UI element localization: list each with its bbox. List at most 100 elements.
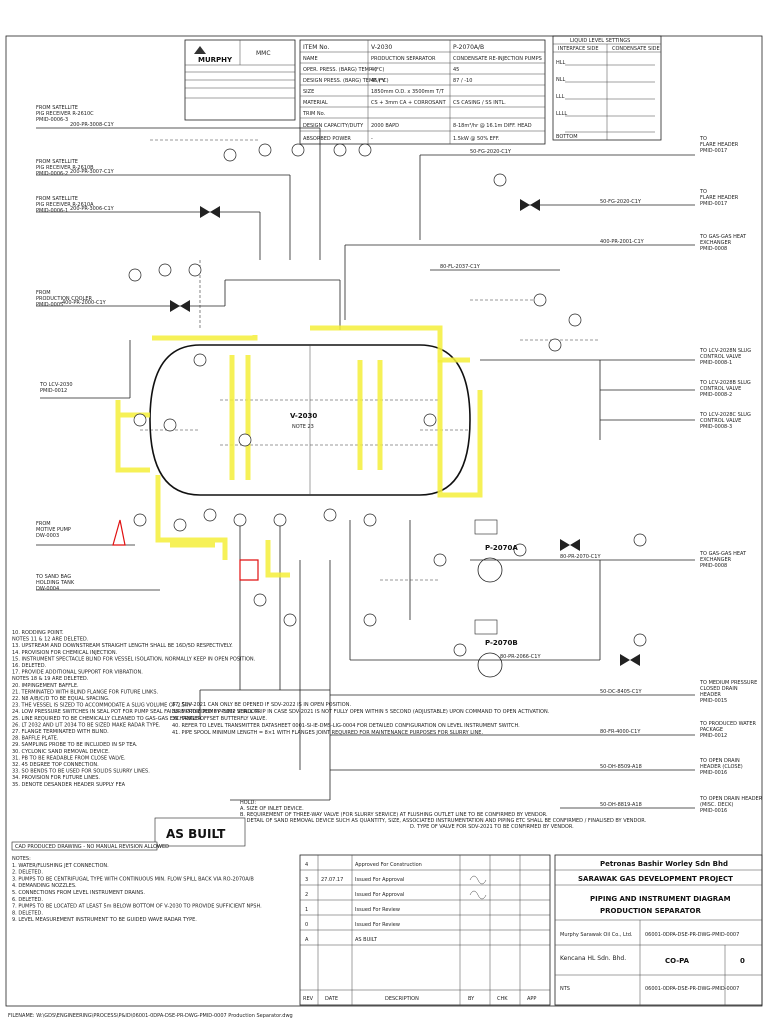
svg-text:50-FG-2020-C1Y: 50-FG-2020-C1Y <box>470 149 512 155</box>
murphy-logo-icon <box>194 46 206 54</box>
svg-text:27.07.17: 27.07.17 <box>321 877 343 883</box>
instrument-bubble-icon <box>533 293 547 307</box>
item-cell: 40 <box>371 67 377 73</box>
consultant-logo: MMC <box>256 50 271 57</box>
liquid-row-label: LLL <box>556 94 565 100</box>
owner-name: Murphy Sarawak Oil Co., Ltd. <box>560 932 633 938</box>
sheet-border <box>5 35 763 1007</box>
instrument-bubble-icon <box>133 413 147 427</box>
item-cell: PRODUCTION SEPARATOR <box>371 56 436 62</box>
svg-text:10. RODDING POINT. NOTES: 10. RODDING POINT. NOTES 11 & 12 ARE DEL… <box>12 630 262 788</box>
item-cell: 8-18m³/hr @ 16.1m DIFF. HEAD <box>453 123 532 129</box>
instrument-bubble-icon <box>433 553 447 567</box>
file-path: FILENAME: W:\GDS\ENGINEERING\PROCESS\P&I… <box>8 1013 293 1019</box>
markup-red <box>112 519 259 581</box>
instrument-bubble-icon <box>173 518 187 532</box>
instrument-bubble-icon <box>493 173 507 187</box>
item-cell: - <box>371 136 373 142</box>
liquid-table-title: LIQUID LEVEL SETTINGS <box>570 38 630 44</box>
instrument-bubble-icon <box>568 313 582 327</box>
pump-a: P-2070A <box>474 519 518 583</box>
item-cell: SIZE <box>303 89 314 95</box>
item-col-header: P-2070A/B <box>453 44 484 51</box>
item-cell: OPER. PRESS. (BARG) TEMP. (°C) <box>303 67 384 73</box>
svg-text:200-PR-3006-C1Y: 200-PR-3006-C1Y <box>70 206 115 212</box>
motor-icon <box>474 519 498 535</box>
item-cell: MATERIAL <box>303 100 328 106</box>
svg-text:CHK: CHK <box>497 996 508 1002</box>
instrument-bubble-icon <box>363 613 377 627</box>
instrument-bubble-icon <box>203 508 217 522</box>
svg-text:80-PR-2070-C1Y: 80-PR-2070-C1Y <box>560 554 601 560</box>
svg-text:D. TYPE OF VALVE FOR SDV-2021: D. TYPE OF VALVE FOR SDV-2021 TO BE CONF… <box>410 824 574 830</box>
sheet-code: CO-PA <box>665 957 690 965</box>
svg-text:A: A <box>305 937 309 943</box>
motor-icon <box>474 619 498 635</box>
svg-text:DATE: DATE <box>325 996 338 1002</box>
instrument-bubble-icon <box>238 433 252 447</box>
instrument-bubble-icon <box>163 418 177 432</box>
svg-text:50-DH-8509-A18: 50-DH-8509-A18 <box>600 764 642 770</box>
item-cell: 1.5kW @ 50% EFF. <box>453 136 500 142</box>
title-block: Petronas Bashir Worley Sdn Bhd SARAWAK G… <box>554 854 763 1006</box>
instrument-bubble-icon <box>291 143 305 157</box>
vessel-tag: V-2030 <box>290 412 317 420</box>
svg-text:50-FG-2020-C1Y: 50-FG-2020-C1Y <box>600 199 642 205</box>
notes-upper: 10. RODDING POINT. NOTES 11 & 12 ARE DEL… <box>12 630 262 788</box>
instrument-bubble-icon <box>193 353 207 367</box>
pump-b-tag: P-2070B <box>485 639 518 647</box>
valve-icon <box>520 199 540 211</box>
svg-text:4: 4 <box>305 862 308 868</box>
instrument-symbols <box>128 143 647 666</box>
svg-text:0: 0 <box>305 922 308 928</box>
instrument-bubble-icon <box>158 263 172 277</box>
drawing-title: PIPING AND INSTRUMENT DIAGRAM <box>590 895 731 903</box>
instrument-bubble-icon <box>358 143 372 157</box>
instrument-bubble-icon <box>188 263 202 277</box>
item-table: ITEM No. V-2030 P-2070A/B NAME PRODUCTIO… <box>299 39 546 145</box>
instrument-bubble-icon <box>453 643 467 657</box>
instrument-bubble-icon <box>223 148 237 162</box>
svg-text:80-PR-2066-C1Y: 80-PR-2066-C1Y <box>500 654 541 660</box>
item-cell: 1850mm O.D. x 3500mm T/T <box>371 89 445 95</box>
item-cell: TRIM No. <box>302 111 326 117</box>
item-cell: DESIGN CAPACITY/DUTY <box>303 123 364 129</box>
svg-text:80-FL-2037-C1Y: 80-FL-2037-C1Y <box>440 264 481 270</box>
svg-text:REV: REV <box>303 996 314 1002</box>
contractor-name: Kencana HL Sdn. Bhd. <box>560 955 626 962</box>
scale: NTS <box>560 986 570 992</box>
liquid-row-label: HLL <box>556 60 566 66</box>
logo-block: MURPHY MMC <box>184 39 296 121</box>
instrument-bubble-icon <box>233 513 247 527</box>
svg-text:NOTES: 1. WATER/FLUSHING: NOTES: 1. WATER/FLUSHING JET CONNECTION.… <box>12 856 263 923</box>
instrument-bubble-icon <box>548 338 562 352</box>
svg-text:1: 1 <box>305 907 308 913</box>
svg-text:APP: APP <box>527 996 536 1002</box>
valve-icon <box>560 539 580 551</box>
drawing-number-footer: 06001-0DPA-DSE-PR-DWG-PMID-0007 <box>645 986 739 992</box>
svg-text:Issued For Review: Issued For Review <box>355 922 400 928</box>
client-logo: MURPHY <box>198 56 233 64</box>
item-cell: ABSORBED POWER <box>303 136 351 142</box>
svg-text:37. SDV-2021 CAN ONLY BE OPENE: 37. SDV-2021 CAN ONLY BE OPENED IF SDV-2… <box>172 702 551 736</box>
instrument-bubble-icon <box>633 533 647 547</box>
svg-text:400-PR-2001-C1Y: 400-PR-2001-C1Y <box>600 239 645 245</box>
instrument-bubble-icon <box>513 543 527 557</box>
liquid-col-header: INTERFACE SIDE <box>558 46 599 52</box>
svg-text:400-PR-2000-C1Y: 400-PR-2000-C1Y <box>62 300 107 306</box>
instrument-bubble-icon <box>333 143 347 157</box>
item-cell: 45 <box>453 67 459 73</box>
svg-text:200-PR-3007-C1Y: 200-PR-3007-C1Y <box>70 169 115 175</box>
liquid-col-header: CONDENSATE SIDE <box>612 46 660 52</box>
